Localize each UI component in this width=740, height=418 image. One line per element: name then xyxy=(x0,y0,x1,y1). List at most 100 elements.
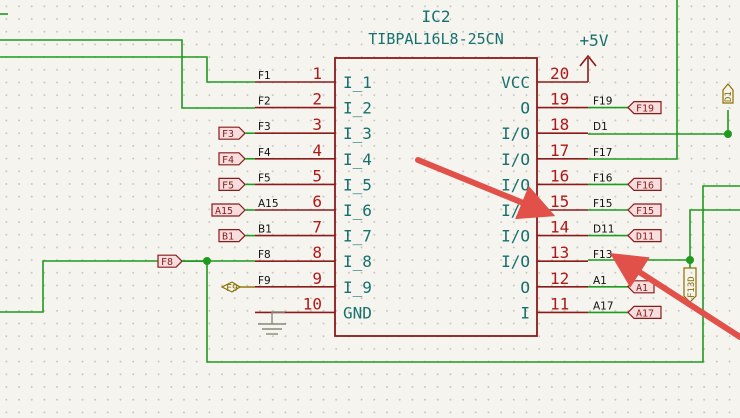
global-label-f3[interactable]: F3 xyxy=(218,126,255,140)
net-label: F13 xyxy=(593,249,612,261)
pin-name: O xyxy=(520,278,530,297)
pin-number: 8 xyxy=(312,243,322,262)
hier-label-f9[interactable]: F9 xyxy=(220,281,255,294)
pin-number: 7 xyxy=(312,218,322,237)
wire-f2[interactable] xyxy=(0,39,255,109)
net-label: F3 xyxy=(258,121,271,133)
power-arrow-icon xyxy=(579,54,597,82)
pin-name: I_2 xyxy=(343,99,372,118)
svg-text:F8: F8 xyxy=(161,257,173,268)
pin-name: I_1 xyxy=(343,73,372,92)
pin-name: I_8 xyxy=(343,252,372,271)
pin-name: I/O xyxy=(501,124,530,143)
pin-name: VCC xyxy=(501,73,530,92)
pin-19[interactable]: 19 O F19 xyxy=(520,90,612,118)
wire-f8-loop[interactable] xyxy=(206,185,740,363)
annotation-arrow-icon xyxy=(415,157,556,220)
svg-text:F19: F19 xyxy=(636,104,654,115)
junctions xyxy=(203,130,732,265)
junction-dot-icon xyxy=(724,130,732,138)
pin-name: I_6 xyxy=(343,201,372,220)
net-label: F16 xyxy=(593,172,613,184)
wire-f8-left[interactable] xyxy=(0,260,255,313)
global-label-a15[interactable]: A15 xyxy=(211,203,255,217)
svg-text:B1: B1 xyxy=(222,232,234,243)
net-label: F4 xyxy=(258,147,271,159)
pin-name: I xyxy=(520,303,530,322)
hier-label-d1[interactable]: D1 xyxy=(722,83,734,104)
net-label: F2 xyxy=(258,96,271,108)
pin-name: I_3 xyxy=(343,124,372,143)
pin-number: 10 xyxy=(303,294,322,313)
wire-f1[interactable] xyxy=(0,56,255,83)
pin-number: 5 xyxy=(312,166,322,185)
pin-name: O xyxy=(520,99,530,118)
pin-number: 20 xyxy=(550,64,569,83)
pin-number: 19 xyxy=(550,90,569,109)
power-label: +5V xyxy=(580,31,609,50)
component-ref: IC2 xyxy=(422,7,451,26)
pin-number: 3 xyxy=(312,115,322,134)
hier-label-f13d[interactable]: F13D xyxy=(683,267,697,303)
global-label-f15[interactable]: F15 xyxy=(588,203,662,217)
wire-f17[interactable] xyxy=(588,0,678,160)
global-label-f16[interactable]: F16 xyxy=(588,177,662,191)
svg-text:F5: F5 xyxy=(222,180,234,191)
pin-number: 16 xyxy=(550,166,569,185)
net-label: F9 xyxy=(258,275,271,287)
pin-name: I_9 xyxy=(343,278,372,297)
pin-name: I_7 xyxy=(343,227,372,246)
global-label-f8[interactable]: F8 xyxy=(157,254,207,268)
ground-symbol-icon xyxy=(258,311,286,335)
svg-text:A17: A17 xyxy=(636,308,654,319)
net-label: A15 xyxy=(258,198,279,210)
pin-3[interactable]: 3 I_3 F3 xyxy=(255,115,372,143)
global-label-b1[interactable]: B1 xyxy=(218,229,255,243)
global-label-f5[interactable]: F5 xyxy=(218,177,255,191)
annotation-arrows xyxy=(415,157,740,340)
svg-text:F4: F4 xyxy=(222,155,234,166)
svg-text:F15: F15 xyxy=(636,206,654,217)
net-label: F15 xyxy=(593,198,612,210)
svg-text:A1: A1 xyxy=(636,283,648,294)
svg-text:A15: A15 xyxy=(215,206,233,217)
net-label: D11 xyxy=(593,224,614,236)
pin-number: 13 xyxy=(550,243,569,262)
global-label-d11[interactable]: D11 xyxy=(588,229,662,243)
svg-text:F9: F9 xyxy=(226,283,238,294)
svg-text:D1: D1 xyxy=(724,91,734,102)
net-label: D1 xyxy=(593,121,608,133)
annotation-arrow-icon xyxy=(609,252,740,340)
global-label-f19[interactable]: F19 xyxy=(588,100,662,115)
pin-number: 12 xyxy=(550,269,569,288)
net-label: F5 xyxy=(258,172,271,184)
net-label: F1 xyxy=(258,70,271,82)
net-label: A17 xyxy=(593,300,614,312)
global-label-f4[interactable]: F4 xyxy=(218,152,255,166)
pin-20[interactable]: 20 VCC xyxy=(501,64,588,92)
net-label: F19 xyxy=(593,96,612,108)
global-label-a17[interactable]: A17 xyxy=(588,305,662,319)
